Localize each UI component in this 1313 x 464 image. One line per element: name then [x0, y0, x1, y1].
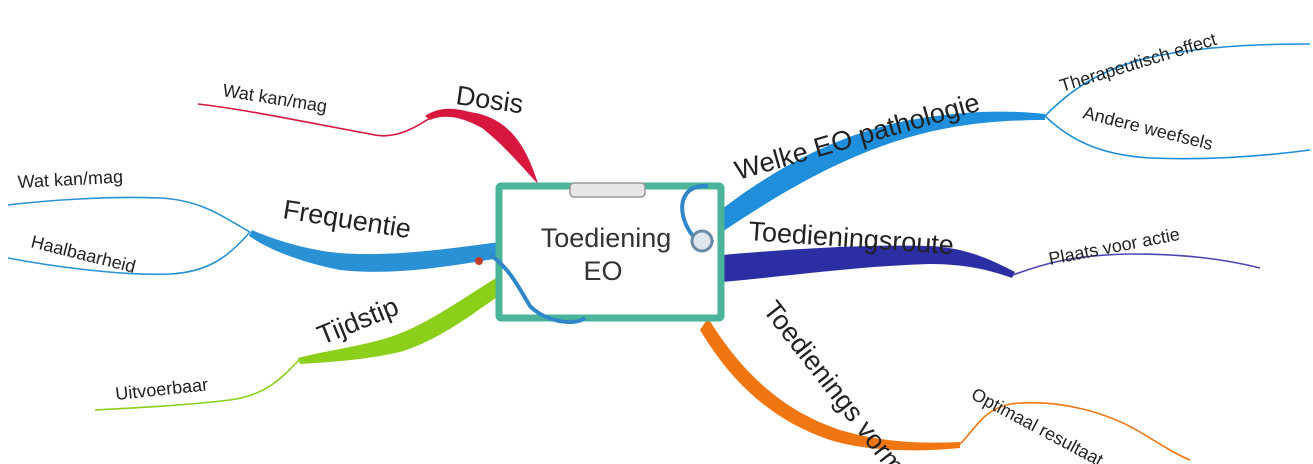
branch-pathologie-sub-label-1: Therapeutisch effect: [1057, 29, 1219, 96]
branch-pathologie-sub-1: [1044, 43, 1311, 117]
stethoscope-earpiece-icon: [475, 257, 483, 265]
branch-route: Toedieningsroute Plaats voor actie: [722, 216, 1261, 282]
stethoscope-chestpiece-icon: [690, 229, 714, 253]
branch-frequentie-label: Frequentie: [281, 194, 413, 244]
branch-frequentie-main: [249, 230, 500, 272]
branch-pathologie-main: [718, 111, 1045, 232]
branch-vorm-sub: [959, 401, 1191, 461]
branch-frequentie-sub-label-1: Wat kan/mag: [17, 167, 123, 192]
branch-pathologie-sub-2: [1044, 115, 1311, 160]
branch-route-sub: [1012, 253, 1261, 276]
branch-dosis-main: [425, 108, 548, 194]
branch-vorm-main: [700, 318, 960, 451]
branch-route-main: [722, 245, 1015, 282]
branch-tijdstip-sub: [94, 359, 300, 411]
branch-tijdstip: Tijdstip Uitvoerbaar: [94, 278, 500, 411]
branch-tijdstip-sub-label: Uitvoerbaar: [114, 374, 209, 404]
branch-dosis-sub: [197, 103, 431, 137]
branch-pathologie: Welke EO pathologie Therapeutisch effect…: [718, 29, 1311, 232]
center-topic: Toediening EO: [475, 182, 725, 324]
center-topic-line-1: Toediening: [541, 223, 672, 253]
branch-frequentie: Frequentie Wat kan/mag Haalbaarheid: [7, 167, 500, 277]
branch-dosis-sub-label: Wat kan/mag: [221, 80, 328, 116]
branch-route-sub-label: Plaats voor actie: [1047, 224, 1181, 269]
branch-tijdstip-main: [298, 278, 500, 364]
branch-frequentie-sub-1: [7, 196, 251, 233]
branch-vorm: Toedienings vorm Optimaal resultaat: [700, 295, 1191, 464]
clipboard-clip-icon: [569, 182, 646, 198]
branch-dosis: Dosis Wat kan/mag: [197, 80, 548, 194]
branch-frequentie-sub-2: [7, 231, 251, 276]
branch-pathologie-label: Welke EO pathologie: [731, 87, 983, 186]
branch-pathologie-sub-label-2: Andere weefsels: [1081, 102, 1215, 154]
branch-vorm-sub-label: Optimaal resultaat: [968, 384, 1106, 464]
stethoscope-tube-icon: [488, 253, 587, 324]
center-topic-line-2: EO: [583, 256, 622, 286]
